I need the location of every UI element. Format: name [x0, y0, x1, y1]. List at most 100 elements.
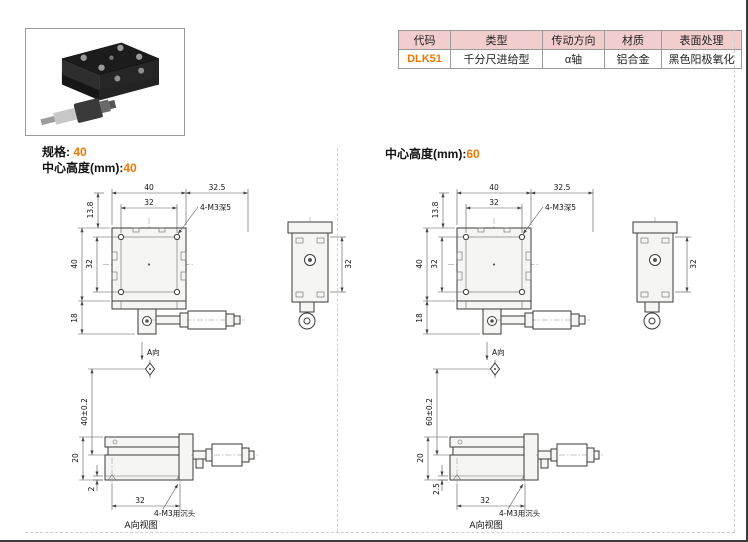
right-technical-drawing: 40 32 32.5 13.8 40 32: [415, 183, 698, 531]
dim-text: 32: [430, 259, 439, 269]
spec-value: 40: [73, 145, 87, 159]
header-code: 代码: [398, 30, 451, 50]
center-height-value: 60: [466, 147, 480, 161]
dim-text: 32: [344, 259, 353, 269]
stage-photo: [40, 42, 160, 126]
bottom-step-text: 2.5: [432, 483, 441, 495]
value-type: 千分尺进给型: [450, 49, 543, 69]
side-view: [287, 217, 333, 330]
dim-text: 32.5: [209, 183, 226, 192]
front-view: [449, 433, 605, 484]
product-photo-illustration: [40, 42, 160, 126]
dim-text: 32: [480, 496, 490, 505]
left-section-labels: 规格: 40 中心高度(mm):40: [42, 144, 137, 176]
value-surface: 黑色阳极氧化: [661, 49, 742, 69]
dim-top-width: 40: [111, 183, 187, 225]
column-separator: [337, 148, 338, 532]
dim-plate-edge-height: 13.8: [431, 192, 449, 228]
header-type: 类型: [450, 30, 543, 50]
countersink-note-text: 4-M3用沉头: [154, 508, 196, 518]
spec-line: 规格: 40: [42, 144, 137, 160]
bottom-separator: [25, 532, 735, 533]
dim-text: 32.5: [554, 183, 571, 192]
center-height-line: 中心高度(mm):40: [42, 160, 137, 176]
dim-base-depth: 18: [415, 300, 480, 335]
dim-text: 40: [70, 259, 79, 269]
center-height-dim-text: 40±0.2: [80, 398, 89, 426]
header-material: 材质: [604, 30, 662, 50]
spec-table-value-row: DLK51 千分尺进给型 α轴 铝合金 黑色阳极氧化: [398, 49, 742, 69]
dim-text: 13.8: [431, 201, 440, 218]
dim-side-view-height: 32: [675, 236, 698, 293]
center-height-label: 中心高度(mm):: [385, 147, 467, 161]
dim-bottom-step: 2: [87, 465, 103, 491]
dim-bottom-step: 2.5: [432, 465, 448, 495]
dim-plate-edge-height: 13.8: [86, 192, 104, 228]
a-view-arrow: A向: [485, 342, 505, 360]
dim-inner-height: 32: [430, 236, 464, 293]
a-view-arrow: A向: [140, 342, 160, 360]
dim-front-height: 20: [71, 436, 103, 481]
dim-top-inner-width: 32: [120, 198, 178, 233]
value-code: DLK51: [398, 49, 451, 69]
bottom-step-text: 2: [87, 486, 96, 491]
hole-callout: 4-M3深5: [522, 203, 576, 235]
countersink-note-text: 4-M3用沉头: [499, 508, 541, 518]
header-surface: 表面处理: [661, 30, 742, 50]
dim-text: 40: [415, 259, 424, 269]
countersink-callout: 4-M3用沉头: [154, 483, 196, 518]
right-margin-separator: [734, 30, 735, 532]
dim-text: 40: [144, 183, 154, 192]
dim-text: 32: [135, 496, 145, 505]
countersink-callout: 4-M3用沉头: [499, 483, 541, 518]
dim-bottom-width: 32: [456, 484, 526, 510]
a-arrow-label: A向: [492, 347, 505, 357]
dim-side-offset: 32.5: [530, 183, 594, 232]
micrometer-photo: [40, 98, 117, 126]
axis-marker: [489, 360, 501, 378]
dim-front-height: 20: [416, 436, 448, 481]
dim-bottom-width: 32: [111, 484, 181, 510]
dim-text: 32: [689, 259, 698, 269]
top-view: [448, 218, 540, 310]
product-photo: [25, 28, 185, 136]
dim-text: 18: [415, 313, 424, 323]
dim-text: 18: [70, 313, 79, 323]
dim-inner-height: 32: [85, 236, 119, 293]
dim-top-inner-width: 32: [465, 198, 523, 233]
dim-text: 32: [144, 198, 154, 207]
left-technical-drawing: 40 32 32.5 13.8 40 32: [70, 183, 353, 531]
side-view: [632, 217, 678, 330]
dim-text: 13.8: [86, 201, 95, 218]
dim-text: 20: [71, 453, 80, 463]
value-material: 铝合金: [604, 49, 662, 69]
right-section-labels: 中心高度(mm):60: [385, 146, 480, 162]
dim-text: 32: [489, 198, 499, 207]
a-arrow-label: A向: [147, 347, 160, 357]
value-direction: α轴: [542, 49, 605, 69]
spec-table: 代码 类型 传动方向 材质 表面处理 DLK51 千分尺进给型 α轴 铝合金 黑…: [398, 30, 742, 69]
hole-note-text: 4-M3深5: [200, 203, 231, 212]
axis-marker: [144, 360, 156, 378]
center-height-label: 中心高度(mm):: [42, 161, 124, 175]
dim-base-depth: 18: [70, 300, 135, 335]
micrometer-top-view: [111, 300, 245, 335]
dim-text: 20: [416, 453, 425, 463]
center-height-line: 中心高度(mm):60: [385, 146, 480, 162]
center-height-dim-text: 60±0.2: [425, 398, 434, 426]
a-view-caption: A向视图: [124, 519, 157, 531]
hole-note-text: 4-M3深5: [545, 203, 576, 212]
header-direction: 传动方向: [542, 30, 605, 50]
spec-label: 规格:: [42, 145, 70, 159]
micrometer-top-view: [456, 300, 590, 335]
top-view: [103, 218, 195, 310]
hole-callout: 4-M3深5: [177, 203, 231, 235]
dim-side-view-height: 32: [330, 236, 353, 293]
dim-top-width: 40: [456, 183, 532, 225]
a-view-caption: A向视图: [469, 519, 502, 531]
front-view: [104, 433, 260, 484]
dim-side-offset: 32.5: [185, 183, 249, 232]
spec-table-header-row: 代码 类型 传动方向 材质 表面处理: [398, 30, 742, 50]
center-height-value: 40: [123, 161, 137, 175]
